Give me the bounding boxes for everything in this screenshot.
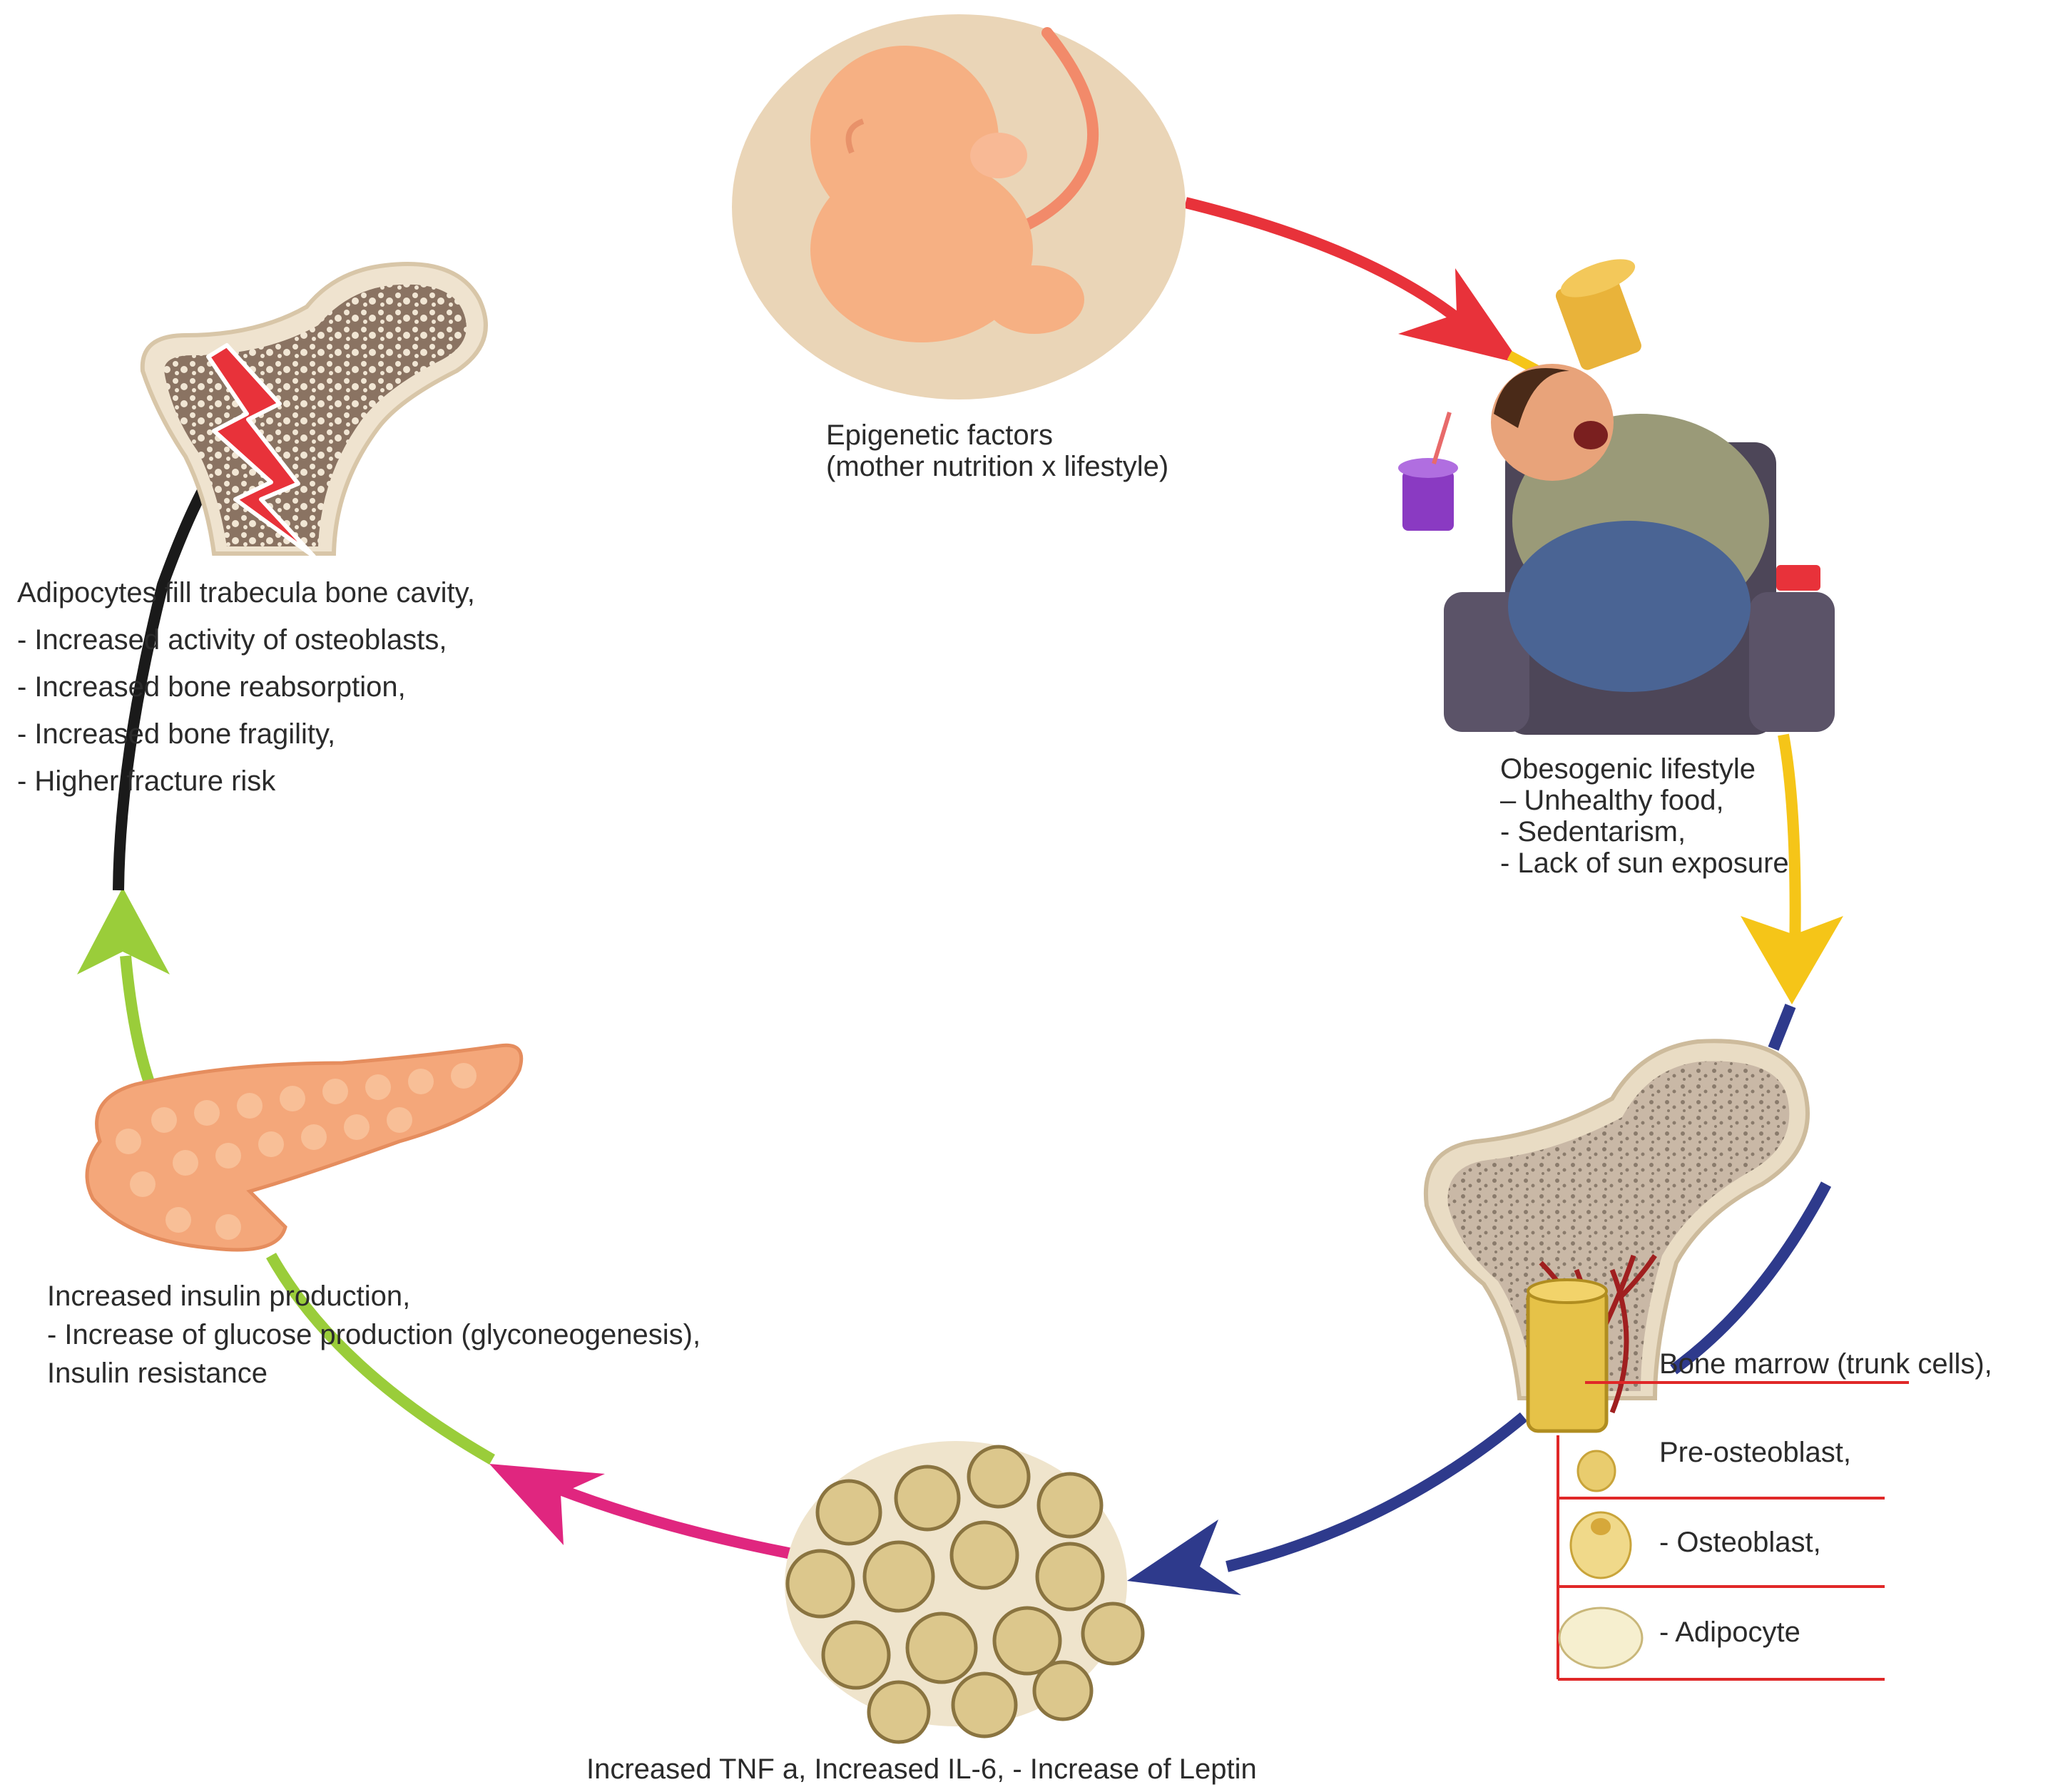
pancreas-lobules [116, 1063, 477, 1240]
obesogenic-item-sun: - Lack of sun exposure [1500, 847, 1789, 879]
fetus-hand [970, 133, 1027, 178]
marrow-cylinder-top [1527, 1278, 1608, 1304]
obesogenic-title: Obesogenic lifestyle [1500, 753, 1756, 785]
adipose-label: Increased TNF a, Increased IL-6, - Incre… [586, 1753, 1257, 1785]
fetus-ear [845, 118, 865, 154]
arrow-pancreas-to-fracture [120, 955, 495, 1465]
man-belly [1508, 521, 1751, 692]
arrow-head-magenta [489, 1464, 605, 1545]
fracture-line-3: - Increased bone reabsorption, [17, 671, 406, 703]
fracture-line-4: - Increased bone fragility, [17, 718, 336, 750]
legend-osteoblast: - Osteoblast, [1659, 1527, 1821, 1558]
armchair-arm-right [1749, 592, 1835, 732]
fetus-illustration [732, 14, 1186, 399]
man-mouth [1574, 421, 1608, 449]
epigenetic-title: Epigenetic factors [826, 419, 1053, 451]
epigenetic-subtitle: (mother nutrition x lifestyle) [826, 451, 1169, 482]
cup-mouth [1560, 259, 1636, 297]
pancreas-line-2: - Increase of glucose production (glycon… [47, 1319, 701, 1350]
femur-marrow-illustration [1423, 1039, 1810, 1433]
obesogenic-label: Obesogenic lifestyle – Unhealthy food, -… [1500, 753, 1789, 879]
pancreas-shape [85, 1043, 524, 1252]
soda-cup [1402, 471, 1454, 531]
pancreas-line-3: Insulin resistance [47, 1358, 268, 1389]
arrow-lifestyle-to-bone [1778, 733, 1801, 957]
legend-group [1557, 1381, 1909, 1681]
osteoblast-icon [1569, 1511, 1632, 1579]
arrow-head-yellow [1741, 916, 1843, 1004]
pancreas-line-1: Increased insulin production, [47, 1281, 411, 1312]
fracture-line-1: Adipocytes fill trabecula bone cavity, [17, 577, 475, 609]
epigenetic-label: Epigenetic factors (mother nutrition x l… [826, 419, 1168, 482]
obesogenic-item-food: – Unhealthy food, [1500, 785, 1724, 816]
legend-adipocyte: - Adipocyte [1659, 1617, 1800, 1648]
legend-bone-marrow: Bone marrow (trunk cells), [1659, 1348, 1992, 1380]
obesogenic-item-sedentarism: - Sedentarism, [1500, 816, 1686, 847]
adipose-cluster-illustration [785, 1441, 1145, 1744]
arrow-head-red [1398, 268, 1521, 364]
marrow-cylinder [1526, 1286, 1609, 1433]
man-hair [1494, 368, 1569, 428]
fracture-bolt-icon [206, 343, 316, 559]
armchair-arm-left [1444, 592, 1529, 732]
osteoblast-nucleus-icon [1591, 1518, 1611, 1535]
arrow-fracture-line [113, 467, 219, 891]
red-cup [1776, 565, 1820, 591]
legend-pre-osteoblast: Pre-osteoblast, [1659, 1437, 1852, 1468]
adipocyte-cells [785, 1445, 1145, 1744]
pancreas-illustration [85, 1043, 524, 1252]
arrow-head-green [77, 887, 170, 974]
fracture-line-2: - Increased activity of osteoblasts, [17, 624, 447, 656]
fetus-leg [984, 265, 1084, 334]
obese-man-illustration [1398, 259, 1835, 735]
arrow-bone-to-adipose [1226, 1004, 1832, 1572]
soda-lid [1398, 458, 1458, 478]
fractured-bone-illustration [140, 262, 488, 559]
fracture-line-5: - Higher fracture risk [17, 765, 276, 797]
cycle-arrows [77, 197, 1843, 1595]
arrow-epigenetic-to-lifestyle [1184, 197, 1474, 333]
adipocyte-icon [1558, 1607, 1644, 1669]
fetus-body [810, 157, 1033, 342]
fracture-label: Adipocytes fill trabecula bone cavity, -… [17, 569, 475, 805]
pre-osteoblast-icon [1576, 1450, 1616, 1492]
arrow-head-navy [1127, 1519, 1241, 1595]
bone-spongy [164, 284, 467, 546]
soda-straw [1432, 412, 1452, 464]
pancreas-label: Increased insulin production, - Increase… [47, 1277, 701, 1393]
